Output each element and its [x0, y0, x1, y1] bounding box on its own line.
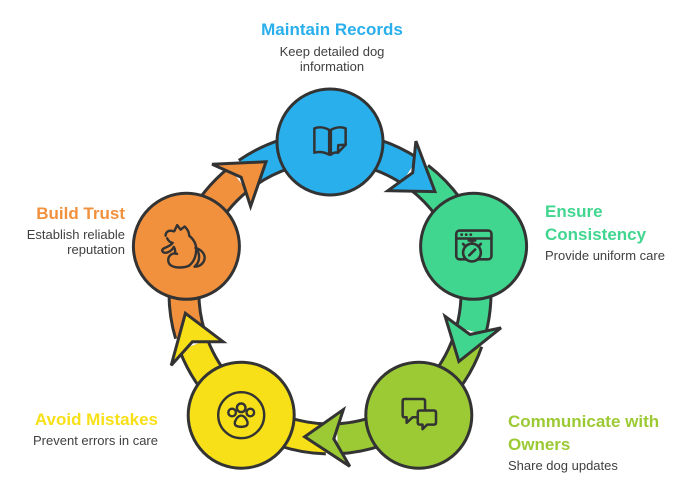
node-subtitle-build-trust: Establish reliable reputation [26, 227, 125, 257]
paw-icon-part [235, 402, 247, 414]
paw-icon-part [245, 407, 256, 418]
dog-icon-part [167, 252, 191, 269]
node-build-trust [131, 191, 241, 301]
node-maintain-records [275, 87, 385, 197]
node-label-build-trust: Build Trust Establish reliable reputatio… [13, 202, 125, 257]
dog-icon-part [161, 237, 177, 255]
schedule-timer-icon-part [477, 242, 483, 248]
node-title-ensure-consistency: Ensure Consistency [545, 202, 647, 244]
node-subtitle-communicate-with-owners: Share dog updates [508, 458, 618, 473]
schedule-timer-icon-part [467, 248, 477, 257]
arrow-head-communicate-with-owners [301, 405, 352, 468]
dog-icon-part [164, 223, 198, 267]
schedule-timer-icon-part [464, 233, 468, 237]
schedule-timer-icon-part [461, 242, 467, 248]
open-book-icon-part [329, 126, 347, 156]
arrow-head-maintain-records [383, 140, 438, 194]
node-label-ensure-consistency: Ensure Consistency Provide uniform care [545, 200, 665, 263]
schedule-timer-icon [454, 229, 493, 263]
node-ensure-consistency [419, 191, 529, 301]
node-title-avoid-mistakes: Avoid Mistakes [34, 410, 158, 429]
arrow-head-avoid-mistakes [169, 310, 228, 367]
node-circle-build-trust [131, 191, 241, 301]
open-book-icon-part [336, 143, 347, 154]
node-label-maintain-records: Maintain Records Keep detailed dog infor… [261, 18, 403, 74]
chat-bubbles-icon-part [416, 409, 438, 431]
arrow-head-build-trust [211, 160, 269, 212]
chat-bubbles-icon [401, 397, 438, 431]
paw-icon [216, 391, 266, 440]
chat-bubbles-icon-part [401, 397, 427, 425]
node-subtitle-maintain-records: Keep detailed dog information [279, 44, 385, 74]
schedule-timer-icon-part [469, 233, 473, 237]
paw-icon-part [216, 391, 266, 440]
node-label-communicate-with-owners: Communicate with Owners Share dog update… [508, 410, 668, 473]
schedule-timer-icon-part [460, 233, 464, 237]
node-subtitle-avoid-mistakes: Prevent errors in care [33, 433, 158, 448]
paw-icon-part [233, 414, 249, 429]
node-title-communicate-with-owners: Communicate with Owners [508, 412, 660, 454]
arrow-head-ensure-consistency [442, 312, 502, 365]
node-subtitle-ensure-consistency: Provide uniform care [545, 248, 665, 263]
dog-icon [161, 223, 206, 269]
node-avoid-mistakes [186, 360, 296, 470]
node-title-build-trust: Build Trust [36, 204, 125, 223]
node-label-avoid-mistakes: Avoid Mistakes Prevent errors in care [33, 408, 158, 448]
paw-icon-part [227, 407, 238, 418]
node-title-maintain-records: Maintain Records [261, 20, 403, 39]
open-book-icon [313, 126, 347, 156]
open-book-icon-part [313, 126, 331, 156]
dog-icon-part [193, 246, 206, 268]
node-communicate-with-owners [364, 360, 474, 470]
